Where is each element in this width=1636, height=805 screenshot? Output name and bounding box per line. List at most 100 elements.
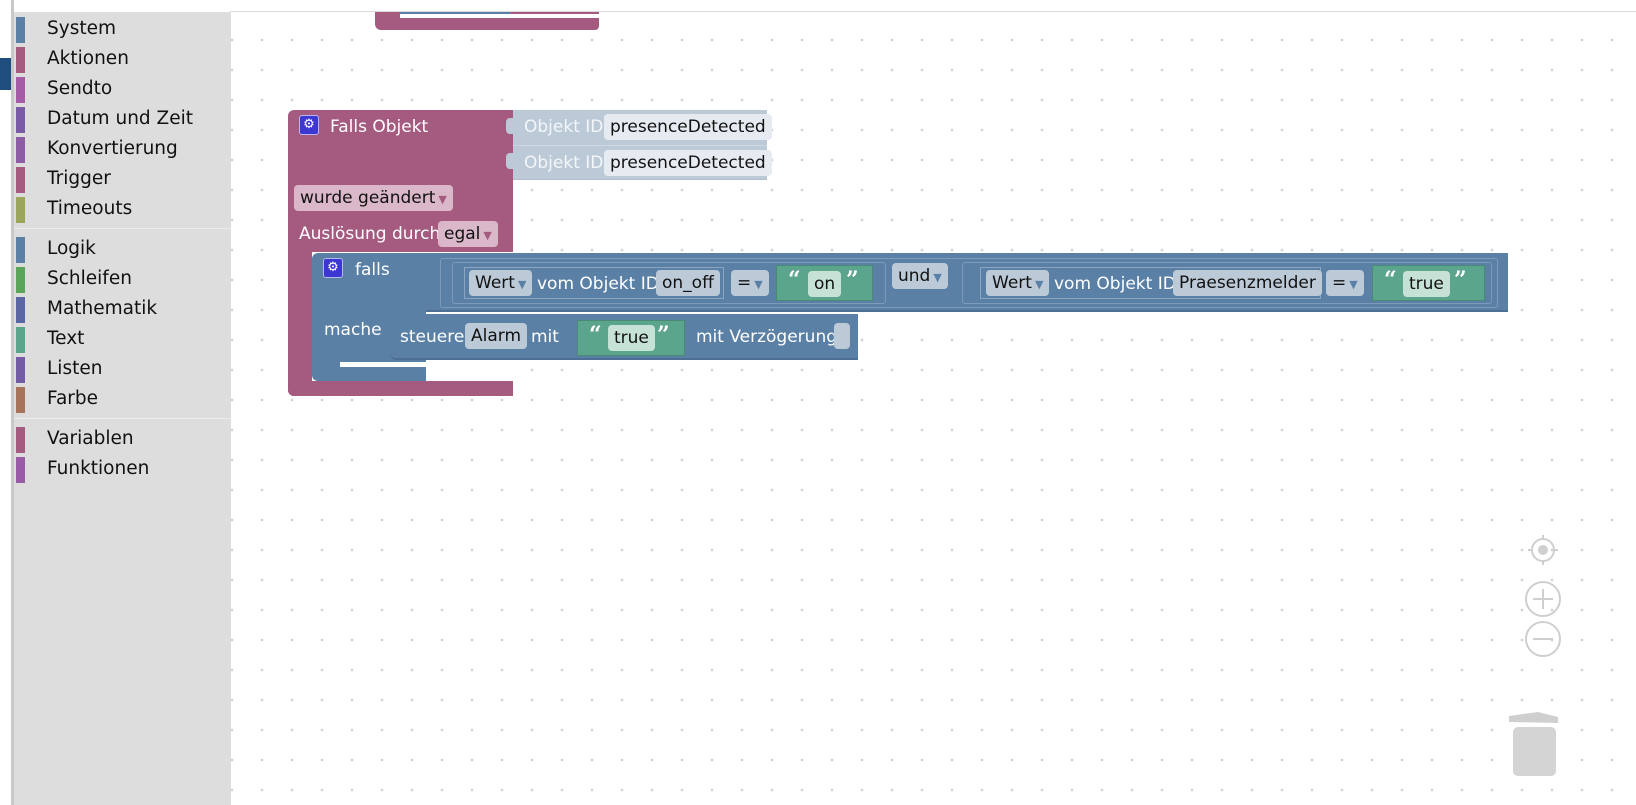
category-color-swatch <box>16 17 25 43</box>
close-quote-icon: ” <box>657 322 670 348</box>
category-label: Schleifen <box>47 268 132 289</box>
toolbox-category-text[interactable]: Text <box>14 324 231 354</box>
input-connector <box>506 153 514 169</box>
toolbox-category-aktionen[interactable]: Aktionen <box>14 44 231 74</box>
attr-value: Wert <box>475 273 515 293</box>
logic-operator-dropdown[interactable]: und▼ <box>892 263 948 289</box>
delay-field[interactable] <box>834 323 850 349</box>
operator-value: = <box>737 273 752 293</box>
window-left-edge <box>0 0 11 805</box>
dropdown-arrow-icon: ▼ <box>933 271 942 284</box>
operator-dropdown[interactable]: =▼ <box>731 270 769 296</box>
category-label: Timeouts <box>47 198 133 219</box>
toolbox-category-datum-und-zeit[interactable]: Datum und Zeit <box>14 104 231 134</box>
object-id-field[interactable]: presenceDetected <box>604 114 772 140</box>
category-label: Datum und Zeit <box>47 108 193 129</box>
of-object-label: vom Objekt ID <box>1054 274 1176 294</box>
dropdown-arrow-icon: ▼ <box>1349 278 1358 291</box>
toolbox-category-listen[interactable]: Listen <box>14 354 231 384</box>
operator-dropdown[interactable]: =▼ <box>1326 270 1364 296</box>
active-tab-indicator <box>0 58 11 90</box>
if-label: falls <box>355 260 390 280</box>
trigger-by-label: Auslösung durch <box>299 224 441 244</box>
toolbox-category-trigger[interactable]: Trigger <box>14 164 231 194</box>
toolbox-category-konvertierung[interactable]: Konvertierung <box>14 134 231 164</box>
text-value-field[interactable]: true <box>608 325 655 351</box>
text-value-field[interactable]: on <box>808 271 842 297</box>
attr-dropdown[interactable]: Wert▼ <box>469 270 533 296</box>
category-color-swatch <box>16 327 25 353</box>
object-id-field[interactable]: Praesenzmelder <box>1173 270 1322 296</box>
partial-logic-block[interactable] <box>400 12 510 14</box>
toolbox-category-sendto[interactable]: Sendto <box>14 74 231 104</box>
operator-value: = <box>1332 273 1347 293</box>
dropdown-arrow-icon: ▼ <box>483 229 492 242</box>
dropdown-arrow-icon: ▼ <box>517 278 527 291</box>
object-id-divider <box>513 145 767 146</box>
category-label: Variablen <box>47 428 134 449</box>
zoom-out-icon[interactable] <box>1524 620 1562 658</box>
category-color-swatch <box>16 427 25 453</box>
text-value-field[interactable]: true <box>1403 271 1450 297</box>
with-label: mit <box>531 327 559 347</box>
category-label: Sendto <box>47 78 113 99</box>
category-label: Mathematik <box>47 298 158 319</box>
trash-icon[interactable] <box>1508 712 1562 776</box>
trigger-block-bottom <box>288 381 513 396</box>
toolbox-separator <box>14 228 231 229</box>
close-quote-icon: ” <box>846 267 859 293</box>
category-color-swatch <box>16 167 25 193</box>
toolbox-separator <box>14 418 231 419</box>
category-label: Aktionen <box>47 48 129 69</box>
toolbox-category-timeouts[interactable]: Timeouts <box>14 194 231 224</box>
toolbox-category-funktionen[interactable]: Funktionen <box>14 454 231 484</box>
category-label: Trigger <box>47 168 111 189</box>
object-id-field[interactable]: presenceDetected <box>604 150 772 176</box>
category-label: Konvertierung <box>47 138 178 159</box>
dropdown-arrow-icon: ▼ <box>1034 278 1044 291</box>
toolbar-divider <box>230 11 1636 12</box>
toolbox-category-system[interactable]: System <box>14 14 231 44</box>
toolbox-category-mathematik[interactable]: Mathematik <box>14 294 231 324</box>
object-id-field[interactable]: on_off <box>656 270 720 296</box>
category-label: Farbe <box>47 388 99 409</box>
trigger-by-dropdown[interactable]: egal▼ <box>438 221 498 247</box>
change-mode-dropdown[interactable]: wurde geändert▼ <box>294 185 453 211</box>
category-label: Funktionen <box>47 458 150 479</box>
category-color-swatch <box>16 357 25 383</box>
of-object-label: vom Objekt ID <box>537 274 659 294</box>
category-label: Text <box>47 328 85 349</box>
toolbox-category-logik[interactable]: Logik <box>14 234 231 264</box>
category-color-swatch <box>16 297 25 323</box>
category-label: Logik <box>47 238 96 259</box>
open-quote-icon: “ <box>1384 267 1397 293</box>
open-quote-icon: “ <box>788 267 801 293</box>
object-id-label: Objekt ID <box>524 153 604 173</box>
category-label: System <box>47 18 116 39</box>
if-block-bottom-gap <box>340 362 426 367</box>
trigger-by-value: egal <box>444 224 481 244</box>
dropdown-arrow-icon: ▼ <box>438 193 447 206</box>
attr-value: Wert <box>992 273 1032 293</box>
toolbox-category-variablen[interactable]: Variablen <box>14 424 231 454</box>
input-connector <box>506 118 514 134</box>
category-color-swatch <box>16 387 25 413</box>
target-field[interactable]: Alarm <box>465 323 528 349</box>
gear-icon[interactable]: ⚙ <box>299 115 319 135</box>
center-icon[interactable] <box>1526 533 1560 567</box>
gear-icon[interactable]: ⚙ <box>323 258 343 278</box>
toolbox-category-schleifen[interactable]: Schleifen <box>14 264 231 294</box>
zoom-in-icon[interactable] <box>1524 580 1562 618</box>
control-label: steuere <box>400 327 465 347</box>
partial-trigger-block-inner <box>400 14 599 18</box>
category-color-swatch <box>16 237 25 263</box>
category-color-swatch <box>16 77 25 103</box>
category-color-swatch <box>16 137 25 163</box>
toolbox-category-farbe[interactable]: Farbe <box>14 384 231 414</box>
attr-dropdown[interactable]: Wert▼ <box>986 270 1050 296</box>
category-label: Listen <box>47 358 103 379</box>
category-color-swatch <box>16 267 25 293</box>
category-color-swatch <box>16 457 25 483</box>
category-color-swatch <box>16 197 25 223</box>
